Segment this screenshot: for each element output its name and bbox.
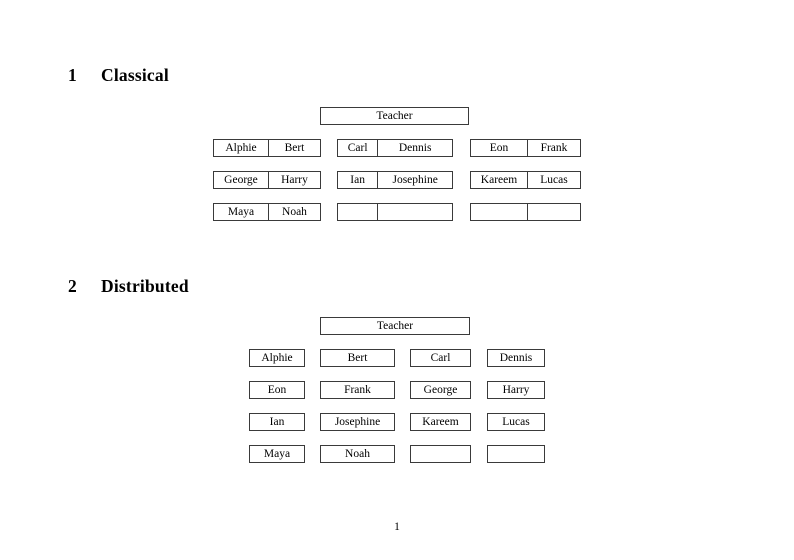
cell-name: Maya: [227, 206, 255, 218]
distributed-c1-r4: Maya: [249, 445, 305, 463]
distributed-c3-r3: Kareem: [410, 413, 471, 431]
page-number: 1: [394, 521, 400, 533]
distributed-c2-r2: Frank: [320, 381, 395, 399]
cell-name: Kareem: [480, 174, 518, 186]
classical-right-row-1: Eon Frank: [470, 139, 581, 157]
cell-name: Carl: [347, 142, 368, 154]
classical-left-row-1: Alphie Bert: [213, 139, 321, 157]
teacher-box-classical: Teacher: [320, 107, 469, 125]
cell-name: Frank: [526, 140, 580, 156]
distributed-c3-r2: George: [410, 381, 471, 399]
cell-name: [526, 204, 580, 220]
classical-left-row-2: George Harry: [213, 171, 321, 189]
classical-left-row-3: Maya Noah: [213, 203, 321, 221]
classical-middle-row-2: Ian Josephine: [337, 171, 453, 189]
distributed-c3-r1: Carl: [410, 349, 471, 367]
cell-name: Alphie: [225, 142, 257, 154]
cell-name: Dennis: [377, 140, 452, 156]
cell-name: Bert: [267, 140, 320, 156]
distributed-c2-r3: Josephine: [320, 413, 395, 431]
section-1-number: 1: [68, 65, 77, 85]
cell-name: Harry: [267, 172, 320, 188]
cell-name: Noah: [267, 204, 320, 220]
distributed-c4-r2: Harry: [487, 381, 545, 399]
distributed-c2-r1: Bert: [320, 349, 395, 367]
cell-name: [471, 204, 527, 220]
distributed-c3-r4: [410, 445, 471, 463]
section-1-title: Classical: [101, 65, 169, 85]
cell-name: [338, 204, 377, 220]
cell-name: George: [224, 174, 258, 186]
cell-name: Josephine: [377, 172, 452, 188]
distributed-c4-r4: [487, 445, 545, 463]
distributed-c2-r4: Noah: [320, 445, 395, 463]
section-2-number: 2: [68, 276, 77, 296]
cell-name: Ian: [350, 174, 365, 186]
cell-name: Lucas: [526, 172, 580, 188]
distributed-c4-r3: Lucas: [487, 413, 545, 431]
section-2-title: Distributed: [101, 276, 189, 296]
distributed-c1-r3: Ian: [249, 413, 305, 431]
classical-middle-row-3: [337, 203, 453, 221]
cell-name: [377, 204, 452, 220]
distributed-c1-r1: Alphie: [249, 349, 305, 367]
cell-name: Eon: [489, 142, 509, 154]
teacher-box-distributed: Teacher: [320, 317, 470, 335]
classical-right-row-2: Kareem Lucas: [470, 171, 581, 189]
distributed-c4-r1: Dennis: [487, 349, 545, 367]
distributed-c1-r2: Eon: [249, 381, 305, 399]
classical-middle-row-1: Carl Dennis: [337, 139, 453, 157]
classical-right-row-3: [470, 203, 581, 221]
